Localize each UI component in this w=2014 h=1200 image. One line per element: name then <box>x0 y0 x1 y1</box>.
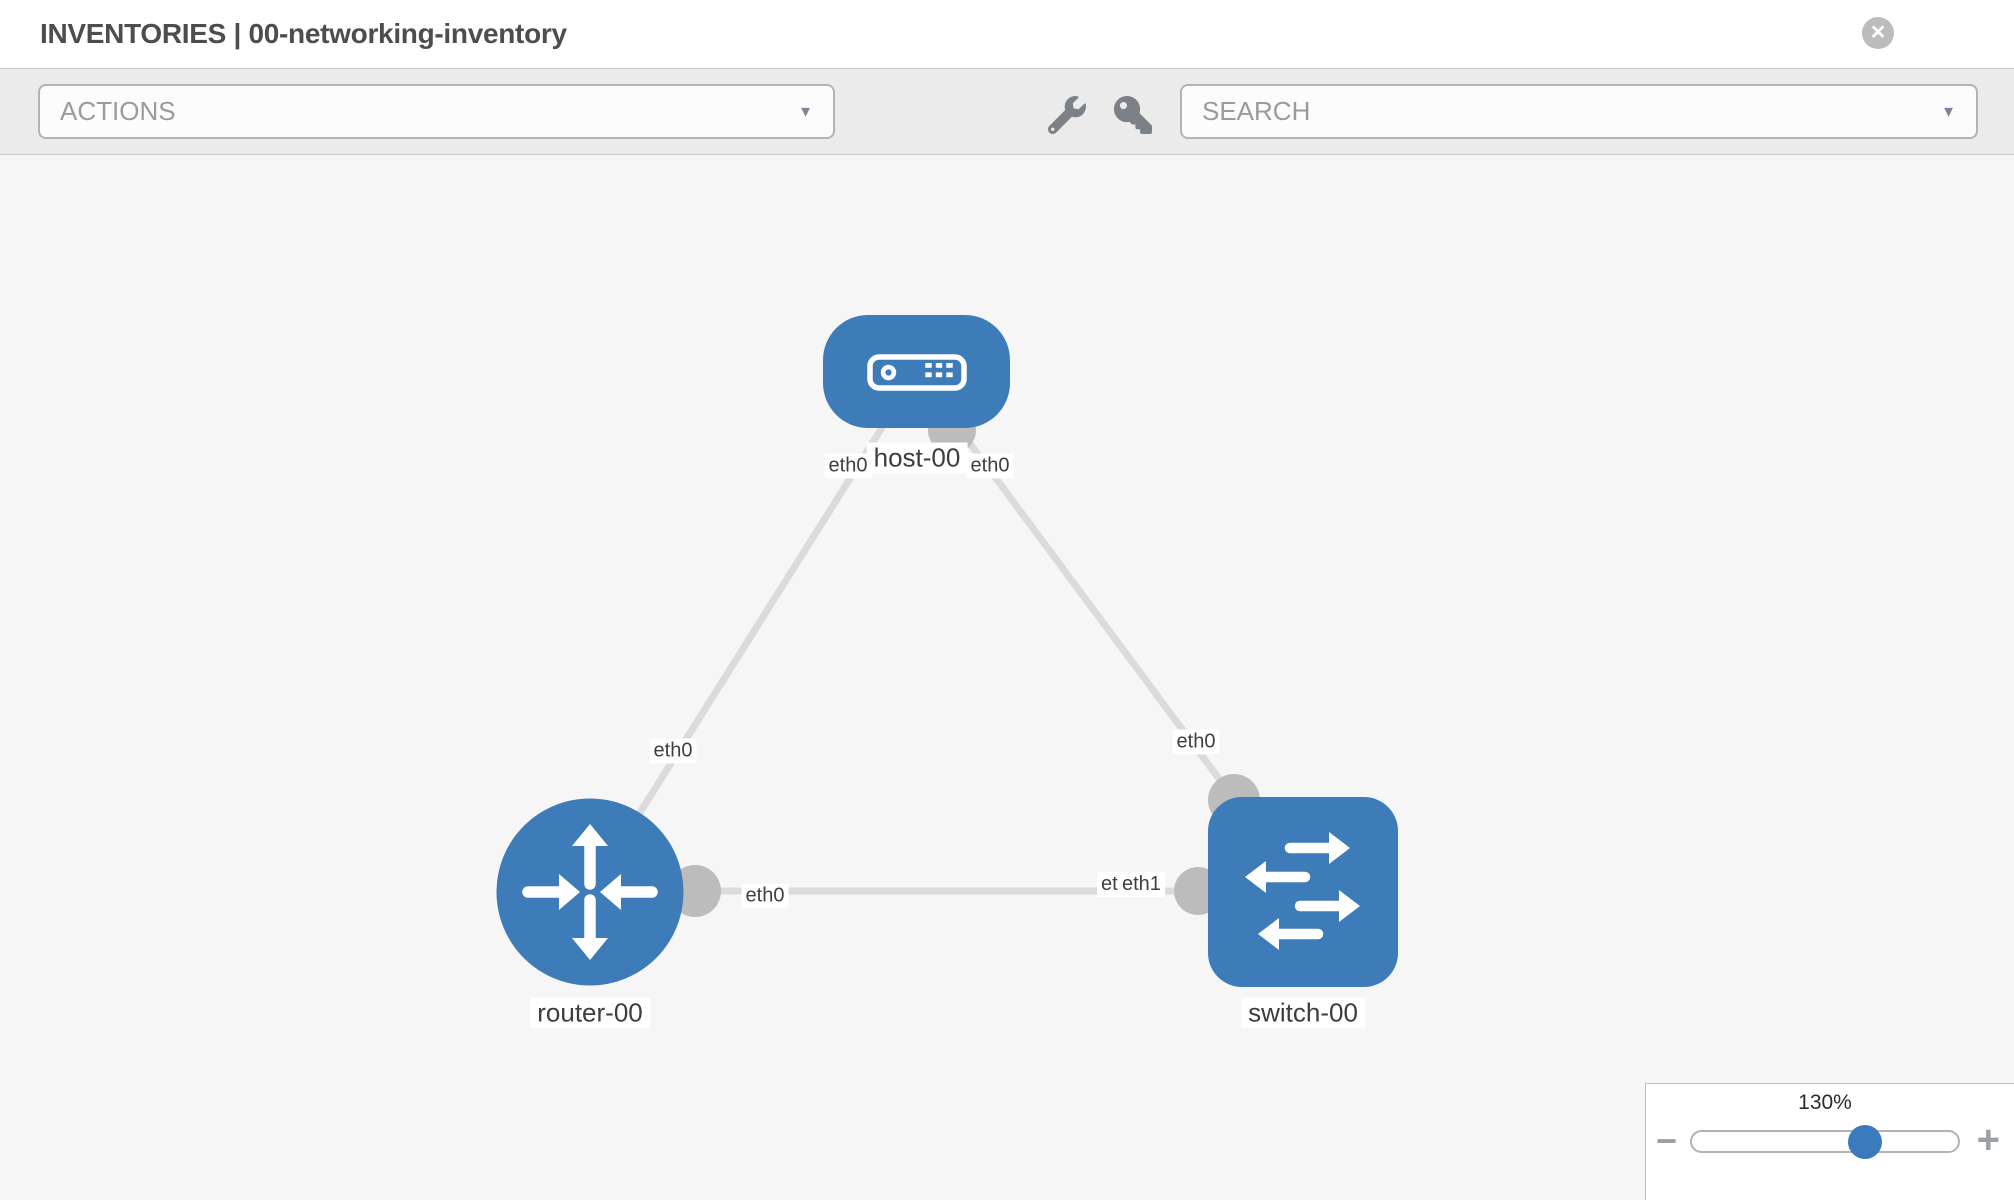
router-icon <box>522 824 658 960</box>
topology-canvas[interactable]: host-00 router-00 switch-00 eth0 eth0 et… <box>0 155 2014 1200</box>
chevron-down-icon: ▼ <box>798 103 813 120</box>
search-dropdown-label: SEARCH <box>1202 96 1311 126</box>
page-title: INVENTORIES | 00-networking-inventory <box>40 18 567 49</box>
actions-dropdown[interactable]: ACTIONS ▼ <box>38 84 835 139</box>
interface-label-host-eth0-a: eth0 <box>824 453 872 479</box>
node-switch-00[interactable] <box>1208 797 1398 987</box>
interface-label-host-eth0-b: eth0 <box>966 453 1014 479</box>
toolbar: ACTIONS ▼ SEARCH ▼ <box>0 69 2014 155</box>
close-icon[interactable]: × <box>1862 17 1894 49</box>
node-host-00[interactable] <box>823 315 1010 428</box>
host-icon <box>867 354 967 391</box>
node-label-host-00: host-00 <box>866 442 968 474</box>
key-icon[interactable] <box>1114 96 1152 134</box>
header: INVENTORIES | 00-networking-inventory × <box>0 0 2014 69</box>
zoom-slider[interactable] <box>1690 1125 1960 1159</box>
search-dropdown[interactable]: SEARCH ▼ <box>1180 84 1978 139</box>
interface-label-switch-eth0-a: eth0 <box>1172 729 1220 755</box>
zoom-in-button[interactable]: + <box>1976 1118 2000 1162</box>
node-router-00[interactable] <box>496 798 684 986</box>
zoom-out-button[interactable]: − <box>1656 1120 1678 1161</box>
zoom-slider-thumb[interactable] <box>1848 1125 1882 1159</box>
interface-label-router-eth0-b: eth0 <box>741 883 789 909</box>
switch-icon <box>1245 832 1360 950</box>
actions-dropdown-label: ACTIONS <box>60 96 176 126</box>
interface-label-switch-eth1: eth1 <box>1118 872 1165 897</box>
node-label-router-00: router-00 <box>530 997 650 1029</box>
node-label-switch-00: switch-00 <box>1241 997 1365 1029</box>
chevron-down-icon: ▼ <box>1941 103 1956 120</box>
interface-label-router-eth0-a: eth0 <box>649 738 697 764</box>
zoom-panel: 130% − + <box>1645 1083 2014 1200</box>
wrench-icon[interactable] <box>1048 96 1086 134</box>
zoom-level: 130% <box>1798 1091 1852 1114</box>
